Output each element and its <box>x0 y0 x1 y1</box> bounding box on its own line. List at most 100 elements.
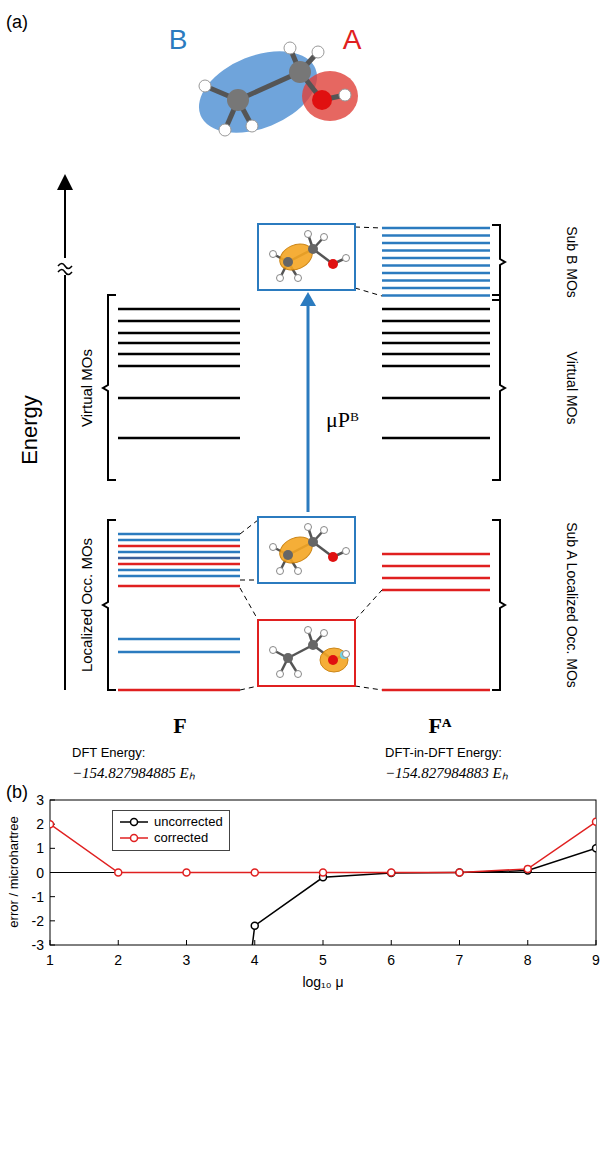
drawing-part <box>295 275 302 282</box>
mo-level <box>118 332 240 335</box>
corrected-marker <box>524 865 531 872</box>
drawing-part <box>305 524 312 531</box>
drawing-part <box>492 225 505 300</box>
drawing-part <box>258 517 355 583</box>
mo-level <box>118 585 240 588</box>
mo-level <box>382 353 490 356</box>
corrected-marker <box>320 869 327 876</box>
bracket-label: Sub A Localized Occ. MOs <box>565 522 579 688</box>
uncorrected-marker <box>251 922 258 929</box>
mo-level <box>118 320 240 323</box>
drawing-part <box>328 655 338 665</box>
panel-letter: (b) <box>6 783 28 801</box>
y-tick <box>50 896 55 897</box>
x-tick <box>391 940 392 945</box>
drawing-part <box>328 259 338 269</box>
drawing-part <box>492 520 505 690</box>
drawing-part <box>343 548 350 555</box>
x-tick <box>186 940 187 945</box>
orbital-inset <box>258 224 355 290</box>
tick-label: 4 <box>251 953 259 967</box>
drawing-part <box>355 288 382 296</box>
mo-level <box>118 651 240 654</box>
drawing-part <box>305 627 312 634</box>
x-tick <box>323 940 324 945</box>
bracket-label: Virtual MOs <box>79 349 94 427</box>
hydrogen-atoms <box>199 42 351 136</box>
mo-level <box>118 575 240 578</box>
drawing-part <box>240 520 258 534</box>
drawing-part <box>308 244 318 254</box>
drawing-part <box>270 647 277 654</box>
orbital-insets <box>258 224 355 686</box>
corrected-marker <box>183 869 190 876</box>
energy-axis <box>58 182 72 690</box>
uncorrected-marker <box>456 869 463 876</box>
drawing-part <box>258 620 355 686</box>
drawing-part <box>131 835 138 842</box>
tick-label: -3 <box>32 938 44 952</box>
panel-letter: (a) <box>6 13 28 31</box>
drawing-part <box>305 231 312 238</box>
drawing-part <box>308 640 318 650</box>
drawing-part <box>276 532 317 568</box>
mo-level <box>118 342 240 345</box>
y-tick <box>50 848 55 849</box>
tick-label: 9 <box>592 953 600 967</box>
dashed-leaders <box>240 227 382 690</box>
uncorrected-marker <box>388 869 395 876</box>
drawing-part <box>300 292 316 306</box>
drawing-part <box>58 264 72 269</box>
x-tick <box>527 940 528 945</box>
tick-label: -1 <box>32 890 44 904</box>
y-tick <box>50 872 55 873</box>
drawing-part <box>283 653 293 663</box>
mo-level <box>118 569 240 572</box>
brackets <box>103 225 505 690</box>
orbital-inset <box>258 517 355 583</box>
drawing-part <box>284 42 296 54</box>
drawing-part <box>277 275 284 282</box>
x-tick <box>118 940 119 945</box>
orbital-inset <box>258 620 355 686</box>
mo-level <box>118 557 240 560</box>
plot-frame <box>50 800 596 945</box>
energy-caption: DFT Energy: <box>72 746 145 759</box>
drawing-part <box>308 537 318 547</box>
tick-label: 2 <box>36 817 44 831</box>
drawing-part <box>240 686 258 690</box>
energy-caption: DFT-in-DFT Energy: <box>385 746 502 759</box>
subsystem-a-blob <box>302 71 358 121</box>
drawing-part <box>270 544 277 551</box>
legend-row: corrected <box>119 830 223 846</box>
corrected-marker <box>388 869 395 876</box>
tick-label: 3 <box>183 953 191 967</box>
matrix-label: F <box>173 715 186 737</box>
mo-level <box>382 320 490 323</box>
uncorrected-marker <box>593 845 597 852</box>
tick-label: 5 <box>319 953 327 967</box>
corrected-marker <box>593 818 597 825</box>
bracket-label: Virtual MOs <box>565 352 579 425</box>
drawing-part <box>321 234 328 241</box>
x-tick <box>459 940 460 945</box>
matrix-label: Fᴬ <box>429 715 452 737</box>
mo-level <box>382 272 490 275</box>
mo-level <box>118 437 240 440</box>
legend-text: uncorrected <box>154 814 223 830</box>
axis-title: log₁₀ μ <box>302 975 343 989</box>
tick-label: 1 <box>46 953 54 967</box>
drawing-part <box>64 182 66 258</box>
drawing-part <box>276 239 317 275</box>
mo-level <box>118 551 240 554</box>
drawing-part <box>321 527 328 534</box>
drawing-part <box>321 630 328 637</box>
drawing-part <box>103 295 116 480</box>
tick-label: 7 <box>456 953 464 967</box>
carbon-atom <box>289 61 311 83</box>
tick-label: 0 <box>36 866 44 880</box>
drawing-part <box>283 257 293 267</box>
mo-level <box>382 287 490 290</box>
